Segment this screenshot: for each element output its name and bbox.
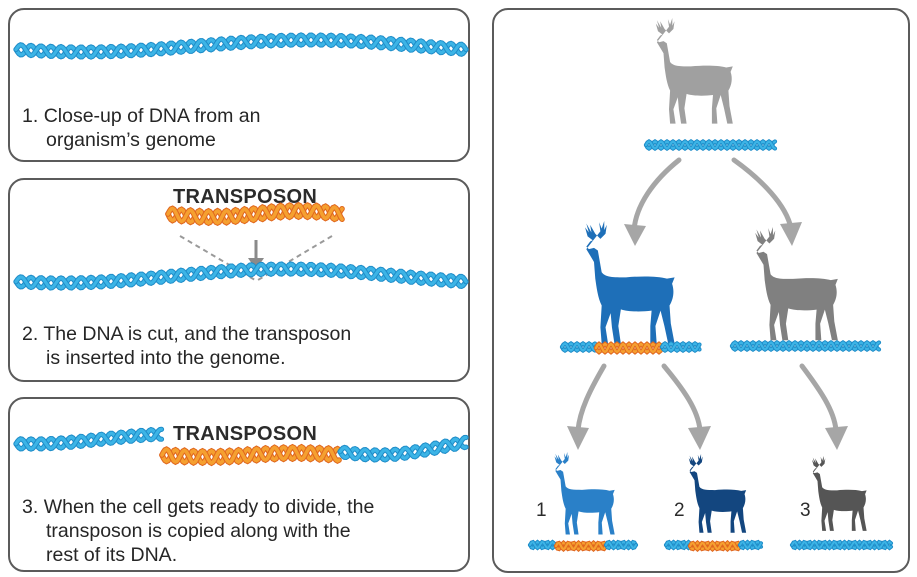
transposon-helix-step-2 — [168, 205, 342, 223]
dna-desc-1-left — [530, 542, 556, 548]
dna-child-1-left — [562, 344, 595, 351]
arrow-parent-to-child-1 — [624, 160, 679, 246]
step-2-caption: 2. The DNA is cut, and the transposon is… — [22, 322, 351, 370]
step-3-line1: When the cell gets ready to divide, the — [44, 496, 375, 518]
transposon-desc-1 — [556, 543, 606, 549]
dna-desc-2-right — [740, 542, 761, 548]
arrow-parent-to-child-2 — [734, 160, 802, 246]
dna-helix-step-3-left — [16, 429, 162, 449]
transposon-helix-step-3 — [162, 447, 339, 463]
transposon-segment-step-2 — [168, 205, 342, 223]
deer-descendant-3-icon — [812, 456, 867, 531]
deer-child-gray-icon — [755, 227, 838, 340]
lineage-diagram: 1 2 3 — [494, 10, 912, 575]
dna-strand-step-2 — [16, 264, 466, 288]
dna-parent — [646, 142, 775, 149]
step-3-number: 3. — [22, 496, 38, 518]
panel-step-3: TRANSPOSON 3. When the cell gets ready t… — [8, 397, 470, 572]
panel-lineage: 1 2 3 — [492, 8, 910, 573]
arrow-to-descendant-3 — [802, 366, 848, 450]
step-1-line1: Close-up of DNA from an — [44, 105, 261, 127]
deer-child-blue-icon — [585, 221, 675, 344]
step-2-number: 2. — [22, 323, 38, 345]
deer-parent-icon — [656, 18, 733, 124]
transposon-child-1 — [596, 344, 662, 352]
transposon-desc-2 — [690, 543, 740, 549]
dna-helix-step-2 — [16, 264, 466, 288]
step-1-number: 1. — [22, 105, 38, 127]
deer-descendant-2-icon — [689, 454, 746, 533]
panel-step-2: TRANSPOSON 2. The DNA is cut, and the tr… — [8, 178, 470, 382]
dna-desc-2-left — [666, 542, 690, 548]
arrow-to-descendant-1 — [567, 366, 604, 450]
step-1-line2: organism’s genome — [22, 128, 260, 152]
dna-helix-step-3-right — [340, 438, 466, 460]
step-1-caption: 1. Close-up of DNA from an organism’s ge… — [22, 104, 260, 152]
deer-descendant-1-icon — [554, 452, 614, 535]
panel-step-1: 1. Close-up of DNA from an organism’s ge… — [8, 8, 470, 162]
step-2-line2: is inserted into the genome. — [22, 346, 351, 370]
step-3-line2: transposon is copied along with the — [22, 519, 374, 543]
step-2-line1: The DNA is cut, and the transposon — [43, 323, 351, 345]
dna-helix-step-1 — [16, 35, 466, 57]
step-3-caption: 3. When the cell gets ready to divide, t… — [22, 495, 374, 567]
descendant-label-2: 2 — [674, 500, 685, 521]
dna-child-1-right — [662, 344, 700, 351]
dna-desc-3 — [792, 542, 891, 548]
descendant-label-1: 1 — [536, 500, 547, 521]
dna-child-2 — [732, 343, 879, 350]
step-3-line3: rest of its DNA. — [22, 543, 374, 567]
dna-desc-1-right — [606, 542, 636, 548]
arrow-to-descendant-2 — [664, 366, 711, 450]
descendant-label-3: 3 — [800, 500, 811, 521]
